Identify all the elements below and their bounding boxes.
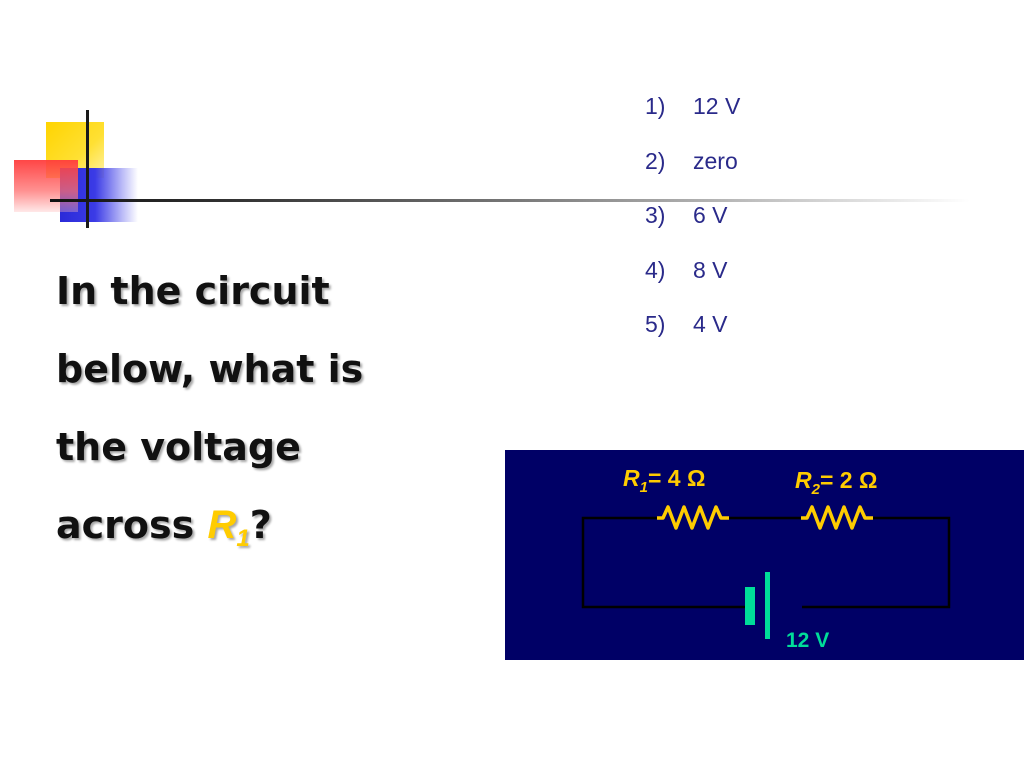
question-mark: ? [249,503,272,547]
r1-subscript: 1 [640,479,648,496]
answer-choice-4[interactable]: 4) 8 V [645,257,740,312]
decorative-vertical-line [86,110,89,228]
question-variable-letter: R [207,503,237,547]
circuit-diagram: R1= 4 Ω R2= 2 Ω 12 V [505,450,1024,660]
wire-left [581,516,745,609]
decorative-horizontal-line [50,199,970,202]
answer-text: 8 V [693,256,728,283]
answer-text: 4 V [693,311,728,337]
battery-short-plate-icon [745,587,755,625]
decorative-red-square [14,160,78,212]
circuit-svg: R1= 4 Ω R2= 2 Ω 12 V [581,465,951,652]
answer-text: 6 V [693,202,728,228]
question-text: In the circuit below, what is the voltag… [56,252,476,578]
answer-choice-5[interactable]: 5) 4 V [645,311,740,366]
r1-value: = 4 Ω [648,465,705,491]
answer-text: 12 V [693,93,741,119]
question-line-3: the voltage [56,425,301,469]
r2-subscript: 2 [811,481,821,498]
question-variable-subscript: 1 [236,525,250,552]
wire-right [802,516,951,609]
r1-label: R1= 4 Ω [623,465,705,496]
r2-value: = 2 Ω [820,467,877,493]
question-line-2: below, what is [56,347,364,391]
question-line-4-prefix: across [56,503,208,547]
answer-number: 1) [645,93,666,119]
r1-letter: R [623,465,640,491]
question-line-4: across R1? [56,486,476,578]
battery-label: 12 V [786,629,829,652]
question-line-1: In the circuit [56,269,330,313]
r2-letter: R [795,467,812,493]
answer-choice-3[interactable]: 3) 6 V [645,202,740,257]
answer-choice-1[interactable]: 1) 12 V [645,93,740,148]
battery-long-plate-icon [765,572,770,639]
answer-number: 5) [645,311,666,337]
answer-choices: 1) 12 V 2) zero 3) 6 V 4) 8 V 5) 4 V [645,93,740,366]
r2-label: R2= 2 Ω [795,467,877,498]
answer-number: 4) [645,256,666,283]
question-variable: R1 [207,503,249,552]
resistor-r2-icon [801,505,873,530]
resistor-r1-icon [657,505,729,530]
answer-choice-2[interactable]: 2) zero [645,148,740,203]
answer-number: 2) [645,147,666,174]
answer-text: zero [693,147,738,174]
answer-number: 3) [645,202,666,228]
